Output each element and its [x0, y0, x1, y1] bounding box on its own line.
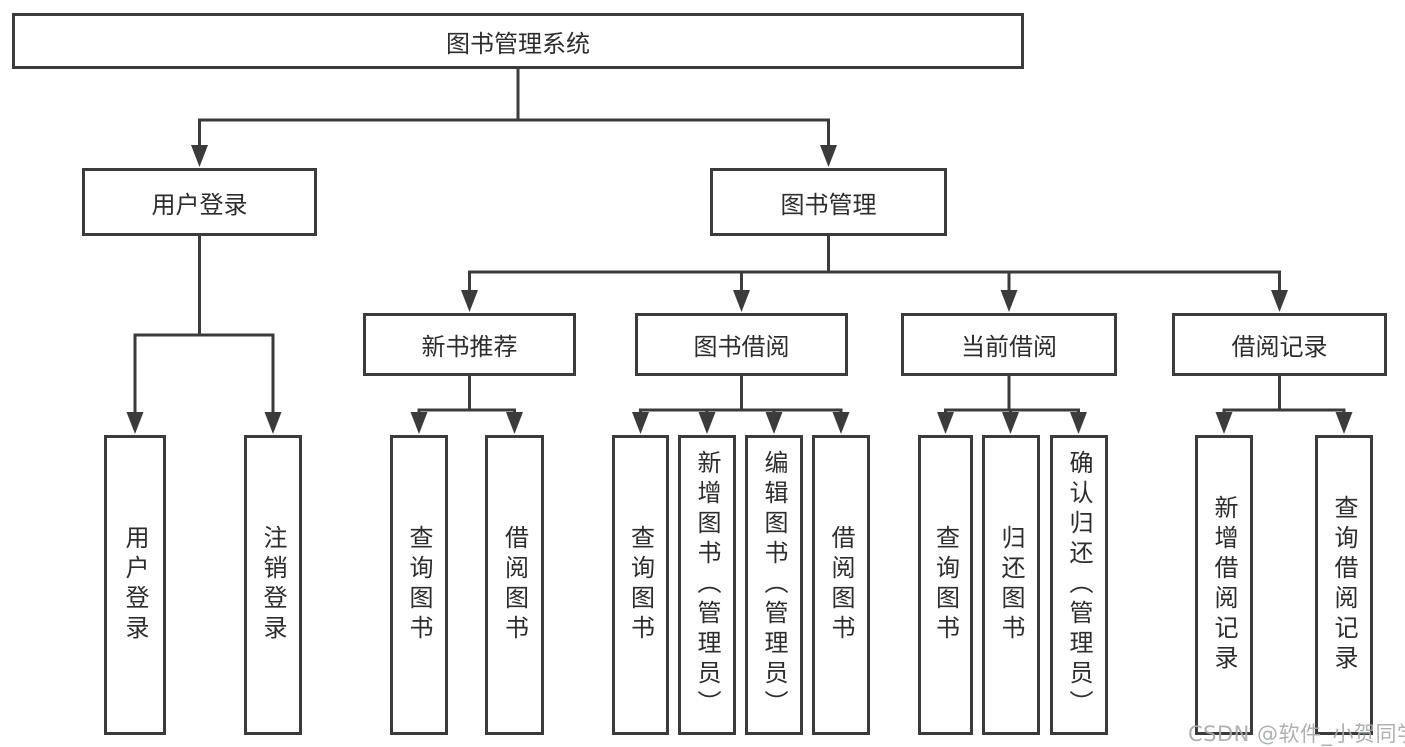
leaf-borrow-books: 借阅图书 [812, 435, 870, 735]
leaf-query-borrow-record: 查询借阅记录 [1315, 435, 1373, 735]
node-borrow-records: 借阅记录 [1172, 313, 1387, 376]
csdn-watermark: CSDN @软件_小贺同学 [1188, 722, 1405, 746]
leaf-query-books-borrow: 查询图书 [612, 435, 669, 735]
node-user-login: 用户登录 [82, 168, 317, 236]
leaf-logout: 注销登录 [244, 435, 302, 735]
leaf-return-books: 归还图书 [982, 435, 1040, 735]
leaf-edit-books-admin: 编辑图书（管理员） [745, 435, 803, 735]
leaf-confirm-return-admin: 确认归还（管理员） [1050, 435, 1108, 735]
node-current-borrow: 当前借阅 [901, 313, 1117, 376]
node-book-management: 图书管理 [710, 168, 947, 236]
leaf-borrow-books-recommend: 借阅图书 [485, 435, 544, 735]
node-root: 图书管理系统 [12, 13, 1024, 69]
leaf-add-books-admin: 新增图书（管理员） [678, 435, 736, 735]
leaf-user-login: 用户登录 [104, 435, 166, 735]
leaf-query-books-recommend: 查询图书 [390, 435, 448, 735]
node-book-borrow: 图书借阅 [635, 313, 848, 376]
leaf-query-books-current: 查询图书 [918, 435, 973, 735]
node-new-book-recommend: 新书推荐 [363, 313, 576, 376]
leaf-add-borrow-record: 新增借阅记录 [1195, 435, 1253, 735]
